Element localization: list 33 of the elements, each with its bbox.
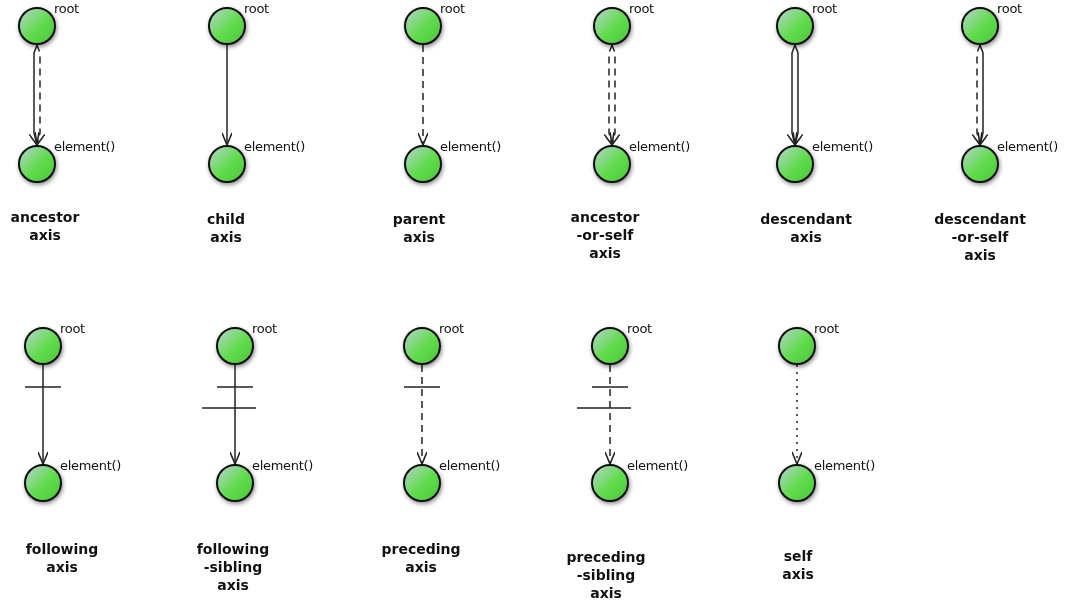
node-label: root — [439, 321, 464, 336]
axis-caption: following -sibling axis — [196, 540, 270, 594]
axis-caption: following axis — [25, 540, 99, 576]
axis-caption: parent axis — [392, 210, 446, 246]
axis-caption: preceding axis — [381, 540, 461, 576]
node-label: element() — [54, 139, 116, 154]
axis-caption: ancestor -or-self axis — [570, 208, 640, 262]
node-label: root — [60, 321, 85, 336]
axis-caption: preceding -sibling axis — [566, 548, 646, 602]
axis-caption: ancestor axis — [10, 208, 80, 244]
node-label: element() — [439, 458, 501, 473]
axis-caption: descendant -or-self axis — [934, 210, 1026, 264]
node-label: element() — [244, 139, 306, 154]
node-label: element() — [997, 139, 1059, 154]
node-label: root — [627, 321, 652, 336]
node-label: element() — [812, 139, 874, 154]
node-label: root — [244, 1, 269, 16]
node-label: root — [812, 1, 837, 16]
node-label: element() — [60, 458, 122, 473]
node-label: element() — [627, 458, 689, 473]
node-label: root — [997, 1, 1022, 16]
axis-caption: descendant axis — [760, 210, 852, 246]
node-label: root — [440, 1, 465, 16]
node-label: element() — [629, 139, 691, 154]
node-label: root — [54, 1, 79, 16]
axis-caption: self axis — [782, 547, 814, 583]
node-label: element() — [252, 458, 314, 473]
axis-caption: child axis — [207, 210, 245, 246]
node-label: root — [252, 321, 277, 336]
node-label: element() — [440, 139, 502, 154]
node-label: root — [629, 1, 654, 16]
node-label: element() — [814, 458, 876, 473]
node-label: root — [814, 321, 839, 336]
